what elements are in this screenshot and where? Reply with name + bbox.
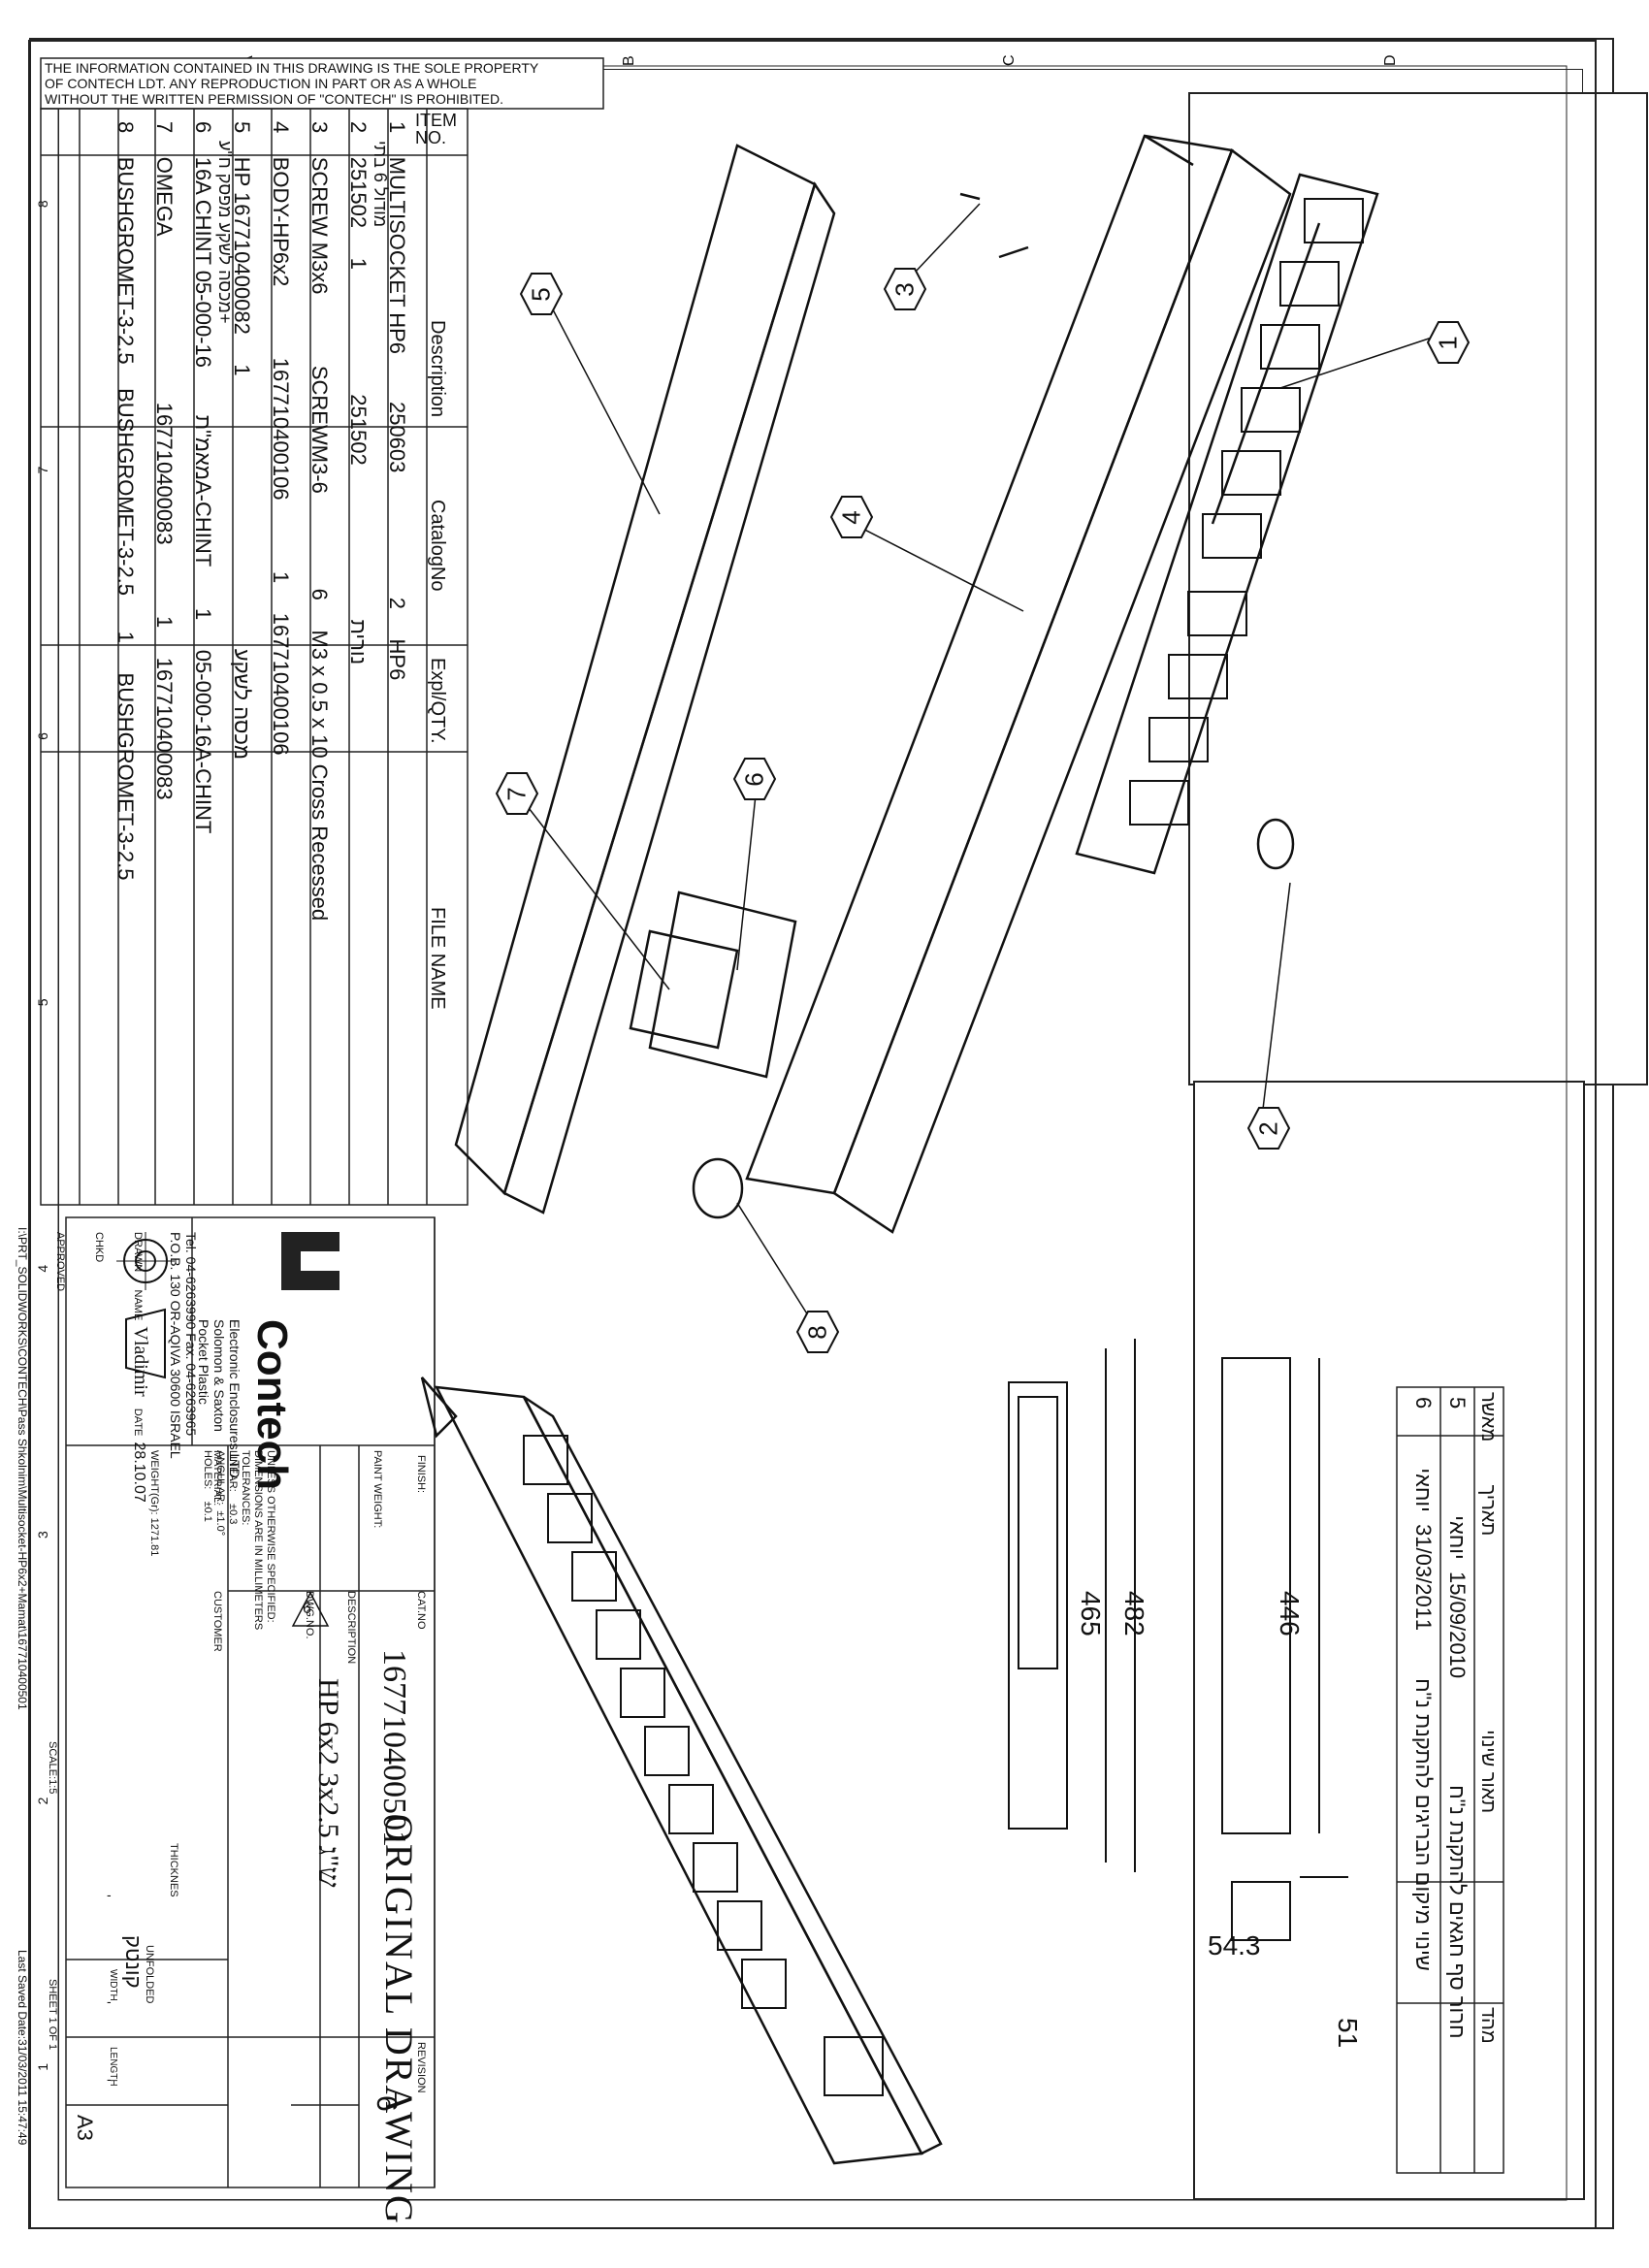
sheet-size: A3 [73, 2115, 97, 2141]
balloon-7: 7 [495, 771, 539, 816]
exploded-view [454, 134, 1379, 1234]
table-row: 2 נורית 251502 1 251502 [346, 121, 371, 665]
projection-symbol-icon [116, 1232, 175, 1392]
revision-number: 6 [371, 2095, 403, 2112]
balloon-6: 6 [732, 757, 777, 801]
dim-465: 465 [1076, 1591, 1106, 1636]
confidentiality-notice-text: THE INFORMATION CONTAINED IN THIS DRAWIN… [45, 60, 539, 107]
revision-row: 6 שינוי מיקום הבריגים להתקנת נ"ח 31/03/2… [1411, 1397, 1436, 1971]
revision-grid [1396, 1386, 1504, 2174]
bom-grid [40, 108, 469, 1206]
bom-header-item: ITEM NO. [415, 111, 457, 147]
bom-header-catalog: CatalogNo [427, 500, 448, 592]
customer-name: קונטק [121, 1935, 146, 1989]
balloon-4: 4 [829, 495, 874, 539]
original-drawing-stamp: ORIGINAL DRAWING [377, 1814, 421, 2225]
dim-51: 51 [1333, 2018, 1363, 2049]
last-saved: Last Saved Date:31/03/2011 15:47:49 [16, 1950, 29, 2146]
bom-header-file: FILE NAME [427, 907, 448, 1010]
isometric-view [420, 1377, 943, 2165]
drawing-description: HP 6x2 3x2.5 ש"ג [312, 1678, 344, 1888]
title-grid [65, 1216, 436, 2188]
table-row: 6 16A CHINT מאמ"ת 05-000-16A-CHINT 1 05-… [191, 121, 215, 834]
dim-446: 446 [1275, 1591, 1305, 1636]
orthographic-views [1008, 1339, 1348, 1941]
balloon-2: 2 [1246, 1106, 1291, 1150]
balloon-8: 8 [795, 1310, 840, 1354]
balloon-3: 3 [883, 267, 927, 311]
dim-482: 482 [1119, 1591, 1149, 1636]
balloon-1: 1 [1426, 320, 1471, 365]
revision-header: מהד תאור שינוי תאריך מאשר [1477, 1392, 1499, 2044]
bom-header-description: Description [427, 320, 448, 418]
table-row: 7 OMEGA 167710400083 1 167710400083 [152, 121, 177, 800]
leader-lines [518, 203, 1441, 1335]
finish-triangle-icon: 6 [291, 1591, 330, 1630]
socket-outlets [1129, 198, 1364, 826]
dim-54-3: 54.3 [1208, 1930, 1261, 1960]
table-row: 4 BODY-HP6x2 167710400106 1 167710400106 [269, 121, 293, 756]
cat-no: 167710400501 [376, 1649, 412, 1847]
company-logo-icon [272, 1222, 349, 1300]
table-row: 3 SCREW M3x6 SCREWM3-6 6 M3 x 0.5 x 10 C… [307, 121, 332, 922]
table-row: 8 BUSHGROMET-3-2.5 BUSHGROMET-3-2.5 1 BU… [113, 121, 138, 881]
revision-row: 5 חרור סף חגאים להתקנת נ"ח 15/09/2010 יו… [1445, 1397, 1470, 2039]
file-path: I:\PRT_SOLIDWORKS\CONTECH\Pass Shkolnim\… [16, 1227, 29, 1710]
bom-header-qty: Expl/QTY. [427, 658, 448, 744]
balloon-5: 5 [519, 272, 564, 316]
